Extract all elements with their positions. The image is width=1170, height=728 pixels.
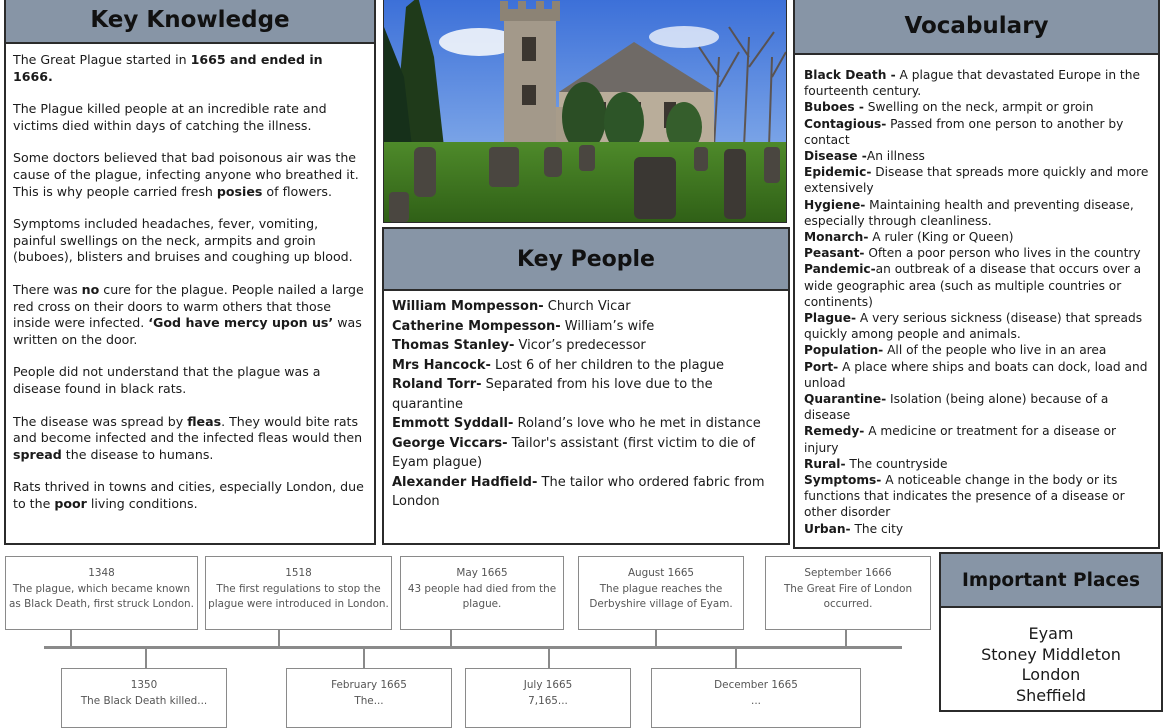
key-person-item: George Viccars- Tailor's assistant (firs…: [392, 435, 756, 471]
key-person-item: Catherine Mompesson- William’s wife: [392, 318, 655, 334]
vocab-item: Black Death - A plague that devastated E…: [804, 68, 1140, 99]
key-people-title: Key People: [384, 229, 788, 291]
timeline-connector: [278, 630, 280, 648]
timeline-connector: [655, 630, 657, 648]
vocab-item: Hygiene- Maintaining health and preventi…: [804, 197, 1134, 228]
key-knowledge-panel: Key Knowledge The Great Plague started i…: [4, 0, 376, 545]
key-knowledge-body: The Great Plague started in 1665 and end…: [6, 44, 374, 512]
vocab-item: Population- All of the people who live i…: [804, 343, 1107, 358]
kk-paragraph: Symptoms included headaches, fever, vomi…: [13, 216, 353, 265]
key-person-item: Roland Torr- Separated from his love due…: [392, 377, 713, 412]
kk-paragraph: The Plague killed people at an incredibl…: [13, 101, 327, 133]
vocab-item: Rural- The countryside: [804, 456, 948, 471]
timeline-connector: [363, 648, 365, 668]
key-people-panel: Key People William Mompesson- Church Vic…: [382, 227, 790, 545]
place-item: London: [1021, 665, 1081, 684]
kk-paragraph: Some doctors believed that bad poisonous…: [13, 150, 359, 199]
vocab-item: Quarantine- Isolation (being alone) beca…: [804, 392, 1109, 423]
vocabulary-panel: Vocabulary Black Death - A plague that d…: [793, 0, 1160, 549]
vocab-item: Disease -An illness: [804, 149, 925, 164]
key-person-item: Emmott Syddall- Roland’s love who he met…: [392, 416, 761, 431]
vocab-item: Buboes - Swelling on the neck, armpit or…: [804, 100, 1094, 115]
place-item: Eyam: [1028, 624, 1074, 643]
timeline-connector: [70, 630, 72, 648]
church-photo: [383, 0, 787, 223]
timeline-connector: [845, 630, 847, 648]
key-people-list: William Mompesson- Church Vicar Catherin…: [384, 291, 788, 512]
timeline-connector: [450, 630, 452, 648]
important-places-panel: Important Places Eyam Stoney Middleton L…: [939, 552, 1163, 712]
key-person-item: William Mompesson- Church Vicar: [392, 299, 631, 314]
timeline-axis: [44, 646, 902, 649]
vocab-item: Urban- The city: [804, 521, 904, 536]
vocab-item: Remedy- A medicine or treatment for a di…: [804, 424, 1117, 455]
key-knowledge-title: Key Knowledge: [6, 0, 374, 44]
vocab-item: Peasant- Often a poor person who lives i…: [804, 246, 1141, 261]
key-person-item: Alexander Hadfield- The tailor who order…: [392, 474, 765, 510]
kk-paragraph: There was no cure for the plague. People…: [13, 281, 364, 347]
vocab-item: Port- A place where ships and boats can …: [804, 359, 1148, 390]
kk-paragraph: Rats thrived in towns and cities, especi…: [13, 479, 364, 511]
timeline-connector: [548, 648, 550, 668]
kk-paragraph: The Great Plague started in 1665 and end…: [13, 52, 323, 84]
timeline-connector: [735, 648, 737, 668]
vocab-item: Plague- A very serious sickness (disease…: [804, 311, 1143, 342]
vocab-item: Epidemic- Disease that spreads more quic…: [804, 165, 1149, 196]
vocabulary-list: Black Death - A plague that devastated E…: [795, 55, 1158, 537]
key-person-item: Mrs Hancock- Lost 6 of her children to t…: [392, 357, 725, 373]
kk-paragraph: People did not understand that the plagu…: [13, 364, 321, 396]
vocab-item: Monarch- A ruler (King or Queen): [804, 230, 1014, 245]
important-places-title: Important Places: [941, 554, 1161, 608]
timeline-event: December 1665...: [651, 668, 861, 728]
place-item: Sheffield: [1015, 685, 1087, 705]
important-places-list: Eyam Stoney Middleton London Sheffield: [941, 608, 1161, 706]
place-item: Stoney Middleton: [981, 644, 1121, 664]
timeline-connector: [145, 648, 147, 668]
vocab-item: Symptoms- A noticeable change in the bod…: [804, 473, 1125, 520]
vocabulary-title: Vocabulary: [795, 0, 1158, 55]
key-person-item: Thomas Stanley- Vicor’s predecessor: [392, 338, 646, 353]
vocab-item: Contagious- Passed from one person to an…: [804, 116, 1124, 147]
vocab-item: Pandemic-an outbreak of a disease that o…: [804, 262, 1142, 309]
kk-paragraph: The disease was spread by fleas. They wo…: [13, 413, 363, 462]
